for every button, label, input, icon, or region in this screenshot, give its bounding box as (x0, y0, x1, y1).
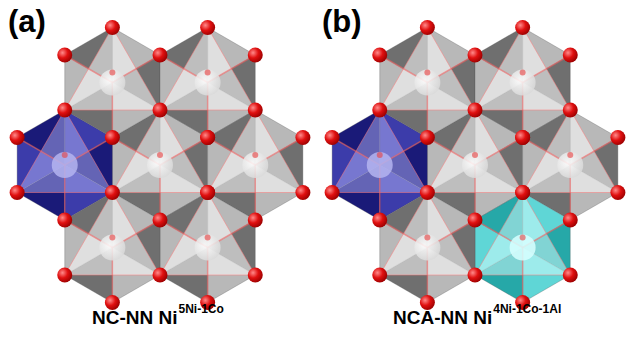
oxygen-atom (325, 185, 340, 200)
oxygen-atom (420, 130, 435, 145)
oxygen-atom (468, 103, 483, 118)
oxygen-atom (57, 268, 72, 283)
oxygen-atom-back (252, 152, 258, 158)
oxygen-atom (105, 185, 120, 200)
oxygen-atom (200, 130, 215, 145)
oxygen-atom (57, 103, 72, 118)
oxygen-atom (153, 213, 168, 228)
oxygen-atom (200, 130, 215, 145)
oxygen-atom-back (205, 70, 211, 76)
oxygen-atom (248, 103, 263, 118)
octahedron (65, 28, 160, 138)
oxygen-atom (325, 130, 340, 145)
oxygen-atom (200, 20, 215, 35)
metal-atom (557, 152, 583, 178)
oxygen-atom (372, 213, 387, 228)
metal-atom (242, 152, 268, 178)
oxygen-atom (153, 103, 168, 118)
oxygen-atom (248, 48, 263, 63)
oxygen-atom (563, 213, 578, 228)
structure-caption: NCA-NN Ni (393, 308, 492, 327)
metal-atom (195, 70, 221, 96)
oxygen-atom (610, 130, 625, 145)
oxygen-atom (372, 48, 387, 63)
oxygen-atom (420, 20, 435, 35)
oxygen-atom-back (520, 235, 526, 241)
panel-letter: (b) (322, 6, 362, 37)
oxygen-atom-back (472, 152, 478, 158)
metal-atom (99, 235, 125, 261)
metal-atom (414, 70, 440, 96)
octahedron (380, 193, 475, 303)
oxygen-atom (420, 185, 435, 200)
octahedron (380, 28, 475, 138)
panel-b-structure (325, 20, 626, 310)
oxygen-atom (10, 130, 25, 145)
oxygen-atom (295, 130, 310, 145)
oxygen-atom (153, 268, 168, 283)
oxygen-atom (248, 268, 263, 283)
oxygen-atom (57, 48, 72, 63)
oxygen-atom (200, 185, 215, 200)
structure-caption: NC-NN Ni (92, 308, 178, 327)
oxygen-atom (563, 48, 578, 63)
oxygen-atom-back (205, 235, 211, 241)
oxygen-atom (515, 20, 530, 35)
oxygen-atom (563, 103, 578, 118)
metal-atom (147, 152, 173, 178)
caption-superscript: 5Ni-1Co (179, 303, 224, 315)
oxygen-atom (10, 185, 25, 200)
metal-atom (414, 235, 440, 261)
metal-atom (367, 152, 393, 178)
oxygen-atom (610, 185, 625, 200)
oxygen-atom (563, 268, 578, 283)
oxygen-atom-back (62, 152, 68, 158)
oxygen-atom-back (520, 70, 526, 76)
oxygen-atom (248, 213, 263, 228)
oxygen-atom (468, 213, 483, 228)
oxygen-atom (468, 268, 483, 283)
oxygen-atom (515, 130, 530, 145)
oxygen-atom (372, 268, 387, 283)
oxygen-atom (153, 48, 168, 63)
oxygen-atom (105, 20, 120, 35)
oxygen-atom-back (157, 152, 163, 158)
oxygen-atom (105, 130, 120, 145)
oxygen-atom (515, 185, 530, 200)
metal-atom (462, 152, 488, 178)
oxygen-atom (468, 48, 483, 63)
octahedron (160, 193, 255, 303)
oxygen-atom-back (424, 235, 430, 241)
oxygen-atom (372, 103, 387, 118)
metal-atom (510, 235, 536, 261)
cyan-octahedron (475, 193, 570, 303)
oxygen-atom-back (109, 235, 115, 241)
panel-a-structure (10, 20, 311, 310)
oxygen-atom (57, 213, 72, 228)
oxygen-atom (295, 185, 310, 200)
oxygen-atom (515, 185, 530, 200)
oxygen-atom-back (109, 70, 115, 76)
metal-atom (510, 70, 536, 96)
metal-atom (195, 235, 221, 261)
oxygen-atom-back (567, 152, 573, 158)
metal-atom (52, 152, 78, 178)
metal-atom (99, 70, 125, 96)
caption-superscript: 4Ni-1Co-1Al (493, 303, 561, 315)
oxygen-atom (200, 185, 215, 200)
oxygen-atom-back (377, 152, 383, 158)
oxygen-atom (515, 130, 530, 145)
panel-letter: (a) (8, 6, 46, 37)
octahedron (65, 193, 160, 303)
oxygen-atom-back (424, 70, 430, 76)
